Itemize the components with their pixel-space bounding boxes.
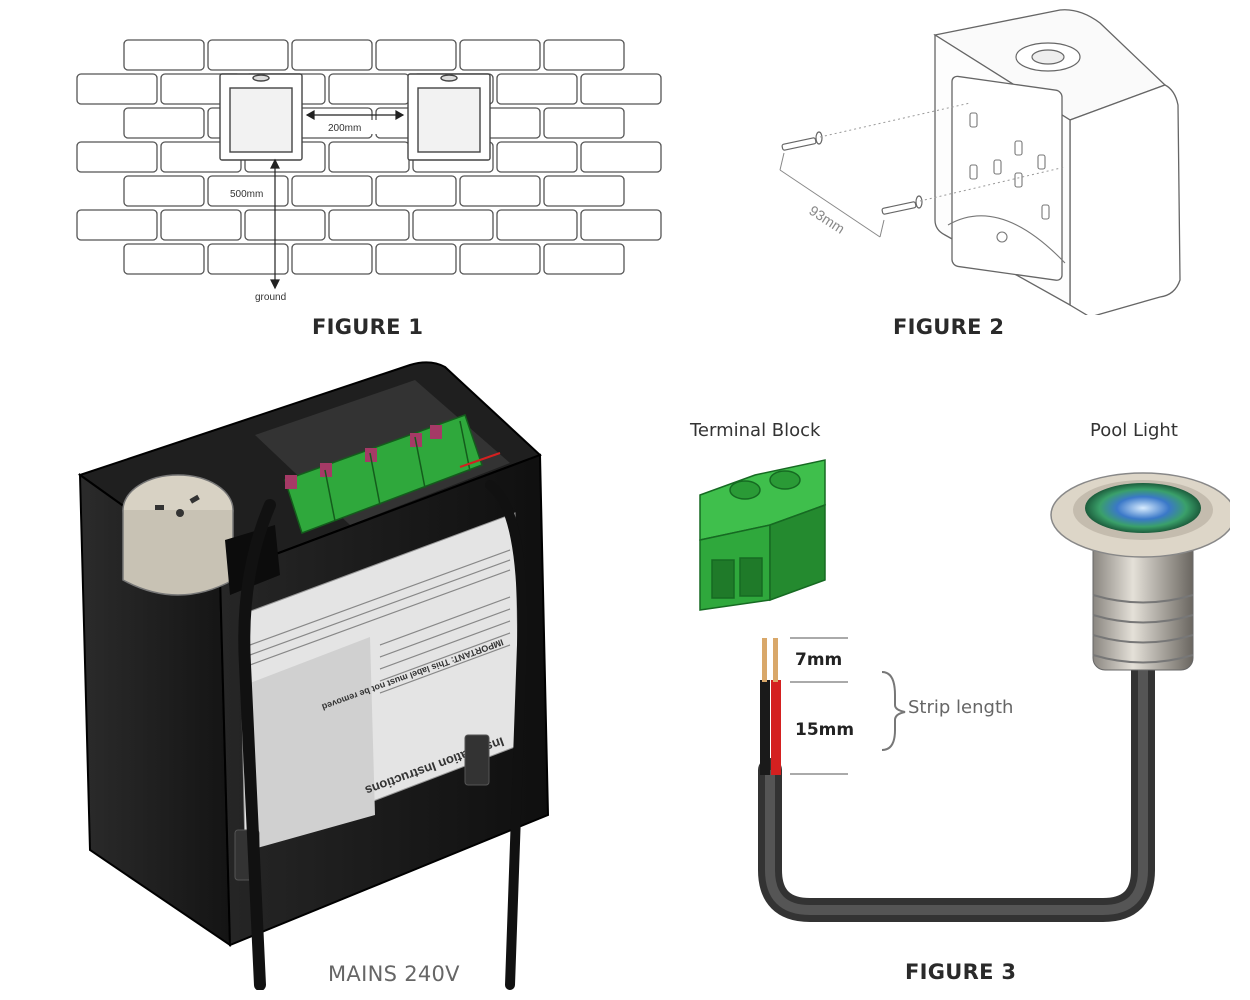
brick: [123, 39, 205, 71]
figure-2-caption: FIGURE 2: [893, 315, 1005, 339]
mains-label: MAINS 240V: [328, 962, 460, 986]
figure-1: 200mm 500mm ground: [60, 30, 680, 310]
brick: [328, 209, 410, 241]
brick: [207, 243, 289, 275]
screw-lower: [881, 195, 923, 215]
height-dimension: [270, 158, 280, 290]
brick: [291, 243, 373, 275]
lens-icon: [1015, 42, 1081, 72]
stripped-wire: [760, 638, 781, 775]
brick: [291, 175, 373, 207]
wall-light-right: [407, 73, 491, 161]
brick: [76, 73, 158, 105]
bracket-spacing-dimension: [779, 152, 885, 238]
brick: [328, 73, 410, 105]
terminal-block-label: Terminal Block: [689, 420, 821, 441]
brick: [76, 141, 158, 173]
light-cable: [485, 480, 528, 990]
mains-cable: [238, 499, 276, 990]
brick: [375, 39, 457, 71]
brick: [459, 243, 541, 275]
pool-light-label: Pool Light: [1090, 420, 1178, 441]
brick: [580, 141, 662, 173]
strip-15mm-label: 15mm: [795, 720, 854, 740]
brick: [328, 141, 410, 173]
figure-2: 93mm: [770, 5, 1190, 315]
pool-light-icon: [1050, 472, 1230, 671]
strip-brace: [881, 671, 906, 751]
brick: [543, 243, 625, 275]
figure-2-drawing: 93mm: [779, 9, 1181, 315]
brick: [123, 107, 205, 139]
figure-1-caption: FIGURE 1: [312, 315, 424, 339]
alignment-lines: [819, 102, 1066, 202]
figure-3: Terminal Block Pool Light 7mm: [660, 410, 1230, 955]
brick: [459, 39, 541, 71]
transformer-photo: Installation Instructions IMPORTANT: Thi…: [70, 345, 570, 990]
brick: [496, 209, 578, 241]
brick: [580, 209, 662, 241]
brick: [123, 243, 205, 275]
height-label: 500mm: [230, 189, 263, 200]
figure-3-drawing: Terminal Block Pool Light 7mm: [689, 420, 1230, 922]
brick: [375, 175, 457, 207]
brick: [76, 209, 158, 241]
terminal-block-icon: [699, 459, 826, 611]
strip-7mm-label: 7mm: [795, 650, 842, 670]
brick: [207, 39, 289, 71]
brick: [496, 73, 578, 105]
brick: [375, 243, 457, 275]
brick-wall: [76, 39, 662, 275]
figure-1-drawing: 200mm 500mm ground: [76, 39, 662, 303]
brick: [244, 209, 326, 241]
spacing-label: 200mm: [328, 123, 361, 134]
bracket-spacing-label: 93mm: [806, 202, 847, 237]
wall-light-left: [219, 73, 303, 161]
ground-label: ground: [255, 292, 286, 303]
brick: [543, 39, 625, 71]
terminal-strip: [284, 414, 501, 534]
transformer-drawing: Installation Instructions IMPORTANT: Thi…: [77, 361, 550, 990]
brick: [580, 73, 662, 105]
bracket-slots: [947, 112, 1066, 264]
strip-length-label: Strip length: [908, 697, 1013, 718]
figure-3-caption: FIGURE 3: [905, 960, 1017, 984]
brick: [543, 107, 625, 139]
brick: [496, 141, 578, 173]
brick: [123, 175, 205, 207]
strip-dimension-lines: [790, 637, 848, 775]
brick: [160, 209, 242, 241]
spacing-dimension: [305, 109, 405, 121]
screw-upper: [781, 131, 823, 151]
brick: [412, 209, 494, 241]
brick: [459, 175, 541, 207]
brick: [291, 39, 373, 71]
brick: [543, 175, 625, 207]
power-socket-icon: [122, 474, 234, 596]
